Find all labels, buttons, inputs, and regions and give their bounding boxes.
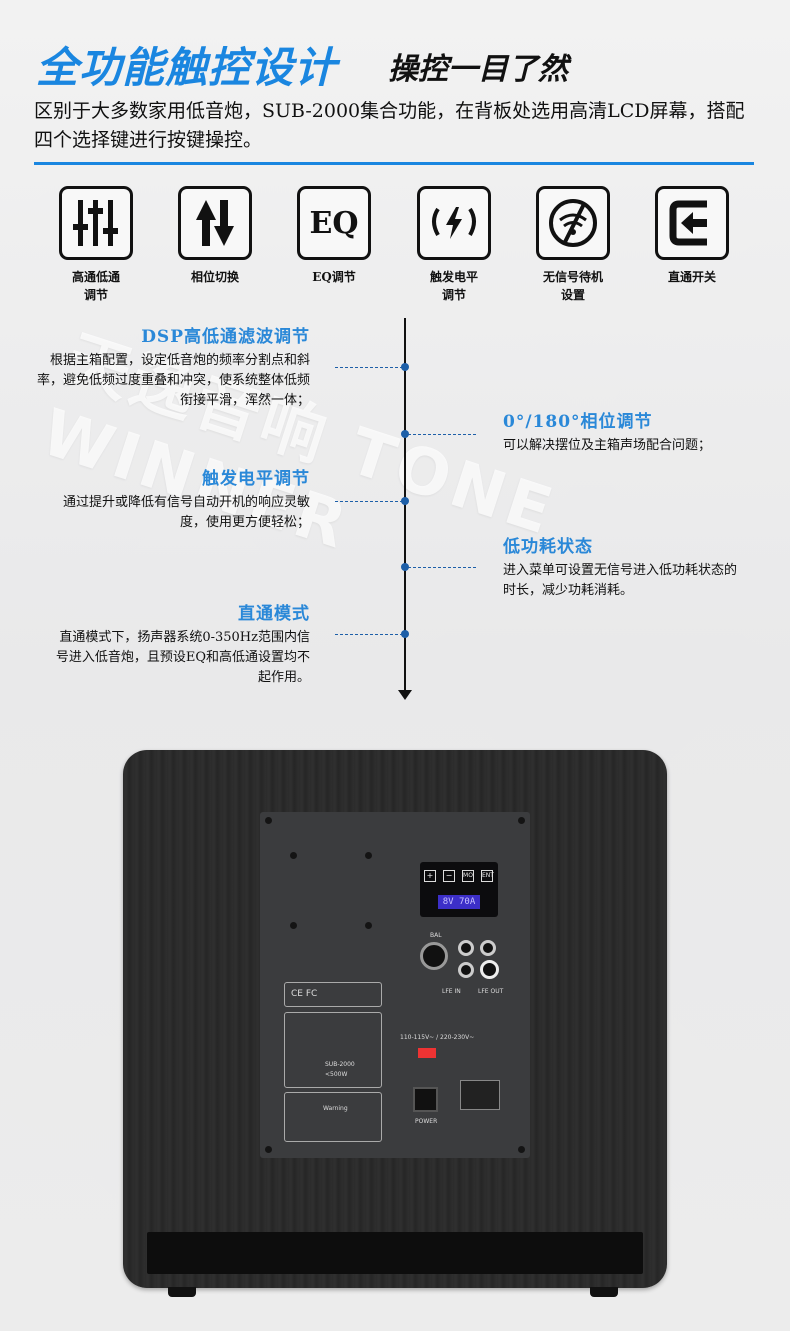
timeline-item-standby: 低功耗状态 进入菜单可设置无信号进入低功耗状态的时长，减少功耗消耗。 <box>503 537 738 598</box>
lfe-in-jack[interactable] <box>458 962 474 978</box>
timeline-item-trigger: 触发电平调节 通过提升或降低有信号自动开机的响应灵敏度，使用更方便轻松； <box>62 469 310 530</box>
feature-label: 无信号待机 设置 <box>542 270 603 302</box>
eq-icon: EQ <box>297 186 371 260</box>
feature-label: 相位切换 <box>190 270 239 284</box>
intro-text: 区别于大多数家用低音炮，SUB-2000集合功能，在背板处选用高清LCD屏幕，搭… <box>34 100 745 151</box>
timeline-dot <box>401 497 409 505</box>
divider <box>34 162 754 165</box>
feature-standby: 无信号待机 设置 <box>518 186 628 304</box>
enter-button[interactable]: ENT <box>481 870 494 882</box>
lcd-screen: 8V 70A <box>438 895 480 909</box>
feature-label: 直通开关 <box>667 270 716 284</box>
mode-button[interactable]: MO <box>462 870 474 882</box>
ac-inlet <box>460 1080 500 1110</box>
voltage-switch[interactable] <box>418 1048 436 1058</box>
xlr-input[interactable] <box>420 942 448 970</box>
bass-port <box>147 1232 643 1274</box>
lfe-in-jack[interactable] <box>458 940 474 956</box>
timeline-dot <box>401 430 409 438</box>
timeline-dot <box>401 630 409 638</box>
connector <box>335 634 403 635</box>
trigger-bolt-icon <box>417 186 491 260</box>
feature-bypass: 直通开关 <box>637 186 747 286</box>
lfe-in-jack[interactable] <box>480 940 496 956</box>
feature-hpf-lpf: 高通低通 调节 <box>41 186 151 304</box>
connector <box>408 567 476 568</box>
page-title: 全功能触控设计 <box>36 43 338 92</box>
connector <box>335 367 403 368</box>
foot <box>590 1287 618 1297</box>
lfe-out-jack[interactable] <box>480 960 499 979</box>
feature-eq: EQ EQ调节 <box>279 186 389 286</box>
timeline-item-dsp: DSP高低通滤波调节 根据主箱配置，设定低音炮的频率分割点和斜率，避免低频过度重… <box>36 327 310 408</box>
plus-button[interactable]: + <box>424 870 436 882</box>
timeline-dot <box>401 363 409 371</box>
timeline-axis <box>404 318 406 692</box>
feature-label: 高通低通 调节 <box>71 270 120 302</box>
timeline-item-phase: 0°/180°相位调节 可以解决摆位及主箱声场配合问题； <box>503 412 712 453</box>
foot <box>168 1287 196 1297</box>
connector <box>335 501 403 502</box>
feature-label: 触发电平 调节 <box>429 270 478 302</box>
timeline-item-bypass: 直通模式 直通模式下，扬声器系统0-350Hz范围内信号进入低音炮，且预设EQ和… <box>55 604 310 685</box>
minus-button[interactable]: − <box>443 870 455 882</box>
connector <box>408 434 476 435</box>
bypass-icon <box>655 186 729 260</box>
sliders-icon <box>59 186 133 260</box>
feature-trigger: 触发电平 调节 <box>399 186 509 304</box>
feature-phase: 相位切换 <box>160 186 270 286</box>
page-subtitle: 操控一目了然 <box>388 52 568 87</box>
timeline-dot <box>401 563 409 571</box>
feature-label: EQ调节 <box>312 270 356 284</box>
arrow-down-icon <box>398 690 412 700</box>
phase-arrows-icon <box>178 186 252 260</box>
power-switch[interactable] <box>413 1087 438 1112</box>
control-display: + − MO ENT <box>420 862 498 917</box>
no-signal-icon <box>536 186 610 260</box>
